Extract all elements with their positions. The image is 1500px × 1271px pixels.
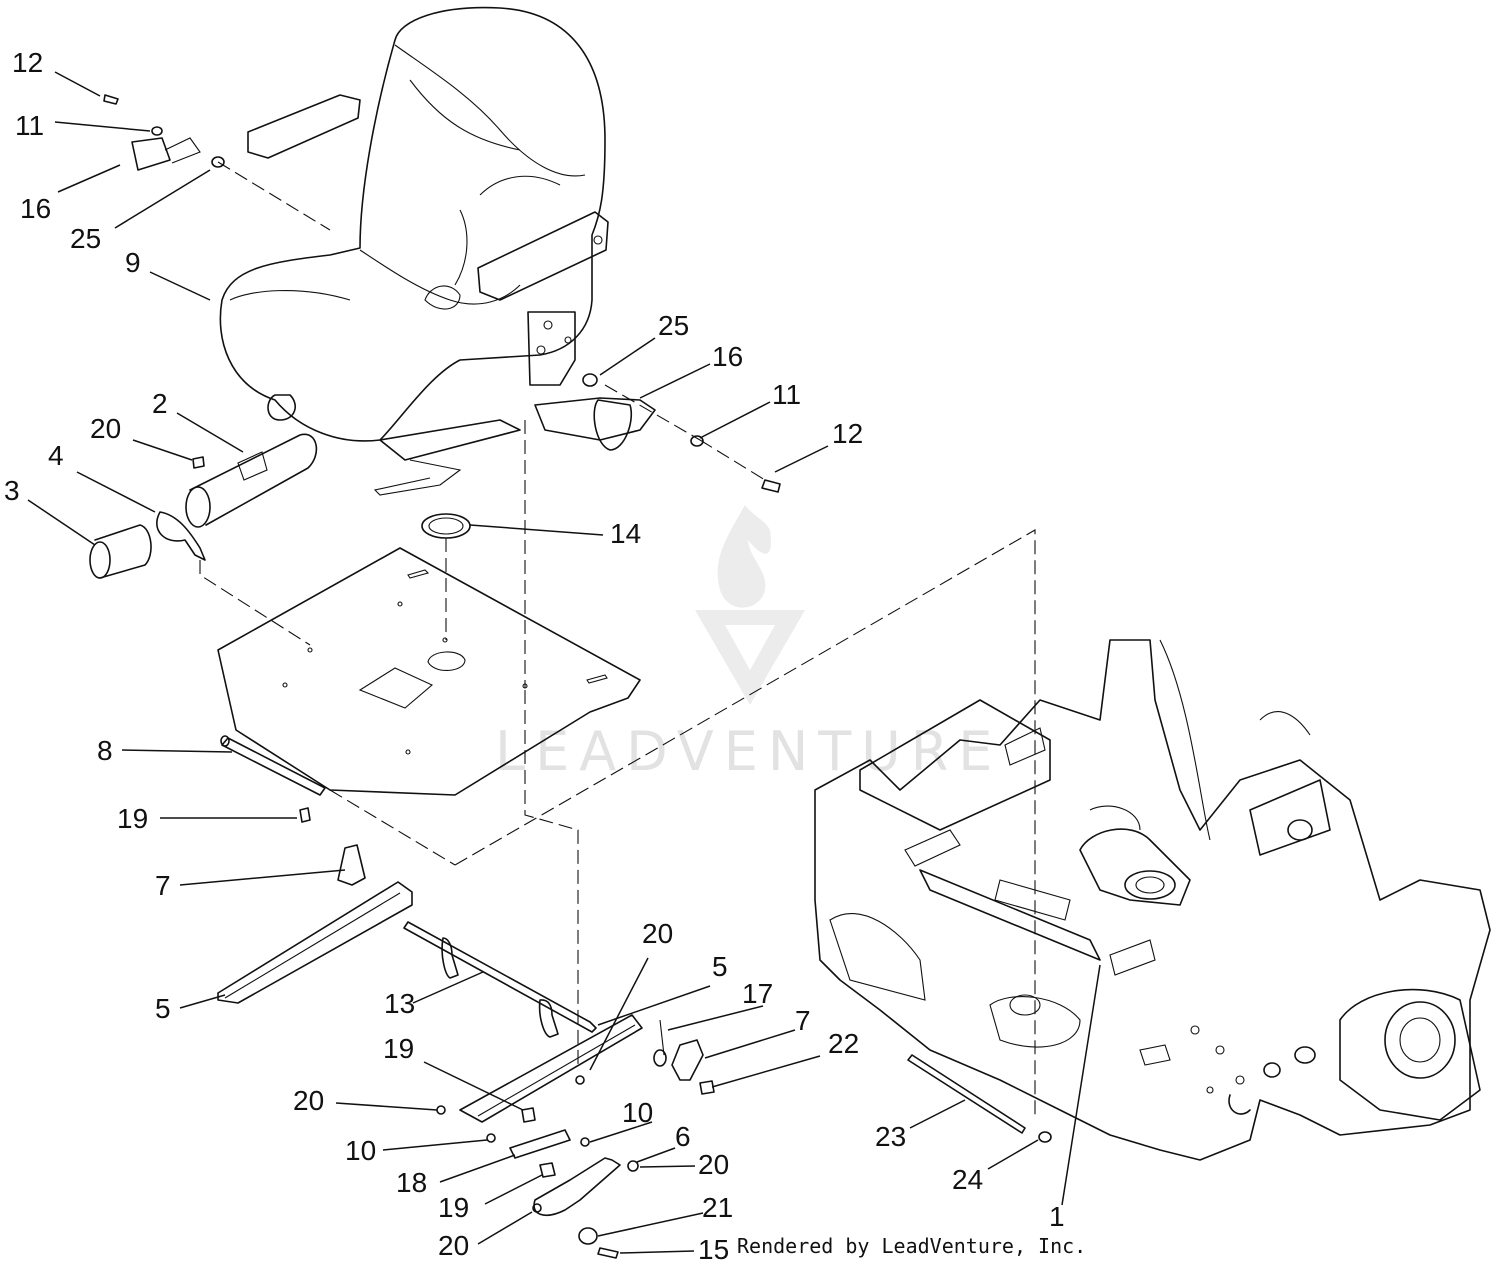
callout-7-bracket-right: 7 [795,1005,811,1036]
frame-pin [907,1054,1052,1143]
seat [219,6,609,496]
callout-12-seat-belt-bolt: 12 [12,47,43,78]
watermark-logo-icon [695,505,805,705]
callout-10-washer-left: 10 [345,1135,376,1166]
tube-assembly [89,433,318,579]
callout-20-nut-rail: 20 [642,918,673,949]
callout-9-seat: 9 [125,247,141,278]
callout-20-nut-latch: 20 [698,1149,729,1180]
assembly-lines [199,161,1036,1120]
callout-12-bolt-right: 12 [832,418,863,449]
callout-2-tube: 2 [152,388,168,419]
seat-ring [421,513,471,539]
mower-frame [814,639,1491,1161]
callout-23-pin: 23 [875,1121,906,1152]
callout-18-link: 18 [396,1167,427,1198]
callout-20-nut-linkage: 20 [293,1085,324,1116]
callout-25-spacer-right: 25 [658,310,689,341]
screw-19-top [299,807,311,823]
callout-5-slide-rail-right: 5 [712,951,728,982]
callout-8-rod: 8 [97,735,113,766]
callout-24-clip: 24 [952,1164,983,1195]
callout-20-nut: 20 [90,413,121,444]
callout-22-bolt: 22 [828,1028,859,1059]
callout-19-screw-latch: 19 [438,1192,469,1223]
hinge-rod [220,735,326,796]
callout-15-bolt: 15 [698,1234,729,1265]
callout-11-washer: 11 [15,110,44,141]
callout-20-nut-bottom: 20 [438,1230,469,1261]
callout-5-slide-rail: 5 [155,993,171,1024]
callout-10-washer-right: 10 [622,1097,653,1128]
seat-slide-assembly [217,844,715,1123]
callout-16-seat-belt-right: 16 [712,341,743,372]
callout-17-spring: 17 [742,978,773,1009]
callouts: 12 11 16 25 9 25 16 11 12 2 20 4 3 14 8 … [4,47,1065,1265]
seat-belt-right [534,373,781,493]
callout-25-spacer: 25 [70,223,101,254]
callout-13-bar: 13 [384,988,415,1019]
callout-1-frame: 1 [1049,1201,1065,1232]
leader-lines [27,71,1101,1254]
callout-11-washer-right: 11 [772,379,801,410]
callout-4-clamp: 4 [48,440,64,471]
callout-14-ring: 14 [610,518,641,549]
watermark-text: LEADVENTURE [495,720,1002,783]
callout-16-seat-belt: 16 [20,193,51,224]
callout-6-latch: 6 [675,1121,691,1152]
render-credit: Rendered by LeadVenture, Inc. [737,1234,1087,1258]
callout-19-screw-linkage: 19 [383,1033,414,1064]
callout-3-cap: 3 [4,475,20,506]
callout-19-screw: 19 [117,803,148,834]
latch-linkage [436,1105,639,1259]
callout-21-spacer: 21 [702,1192,733,1223]
callout-7-bracket: 7 [155,870,171,901]
seat-belt-left [103,94,225,171]
